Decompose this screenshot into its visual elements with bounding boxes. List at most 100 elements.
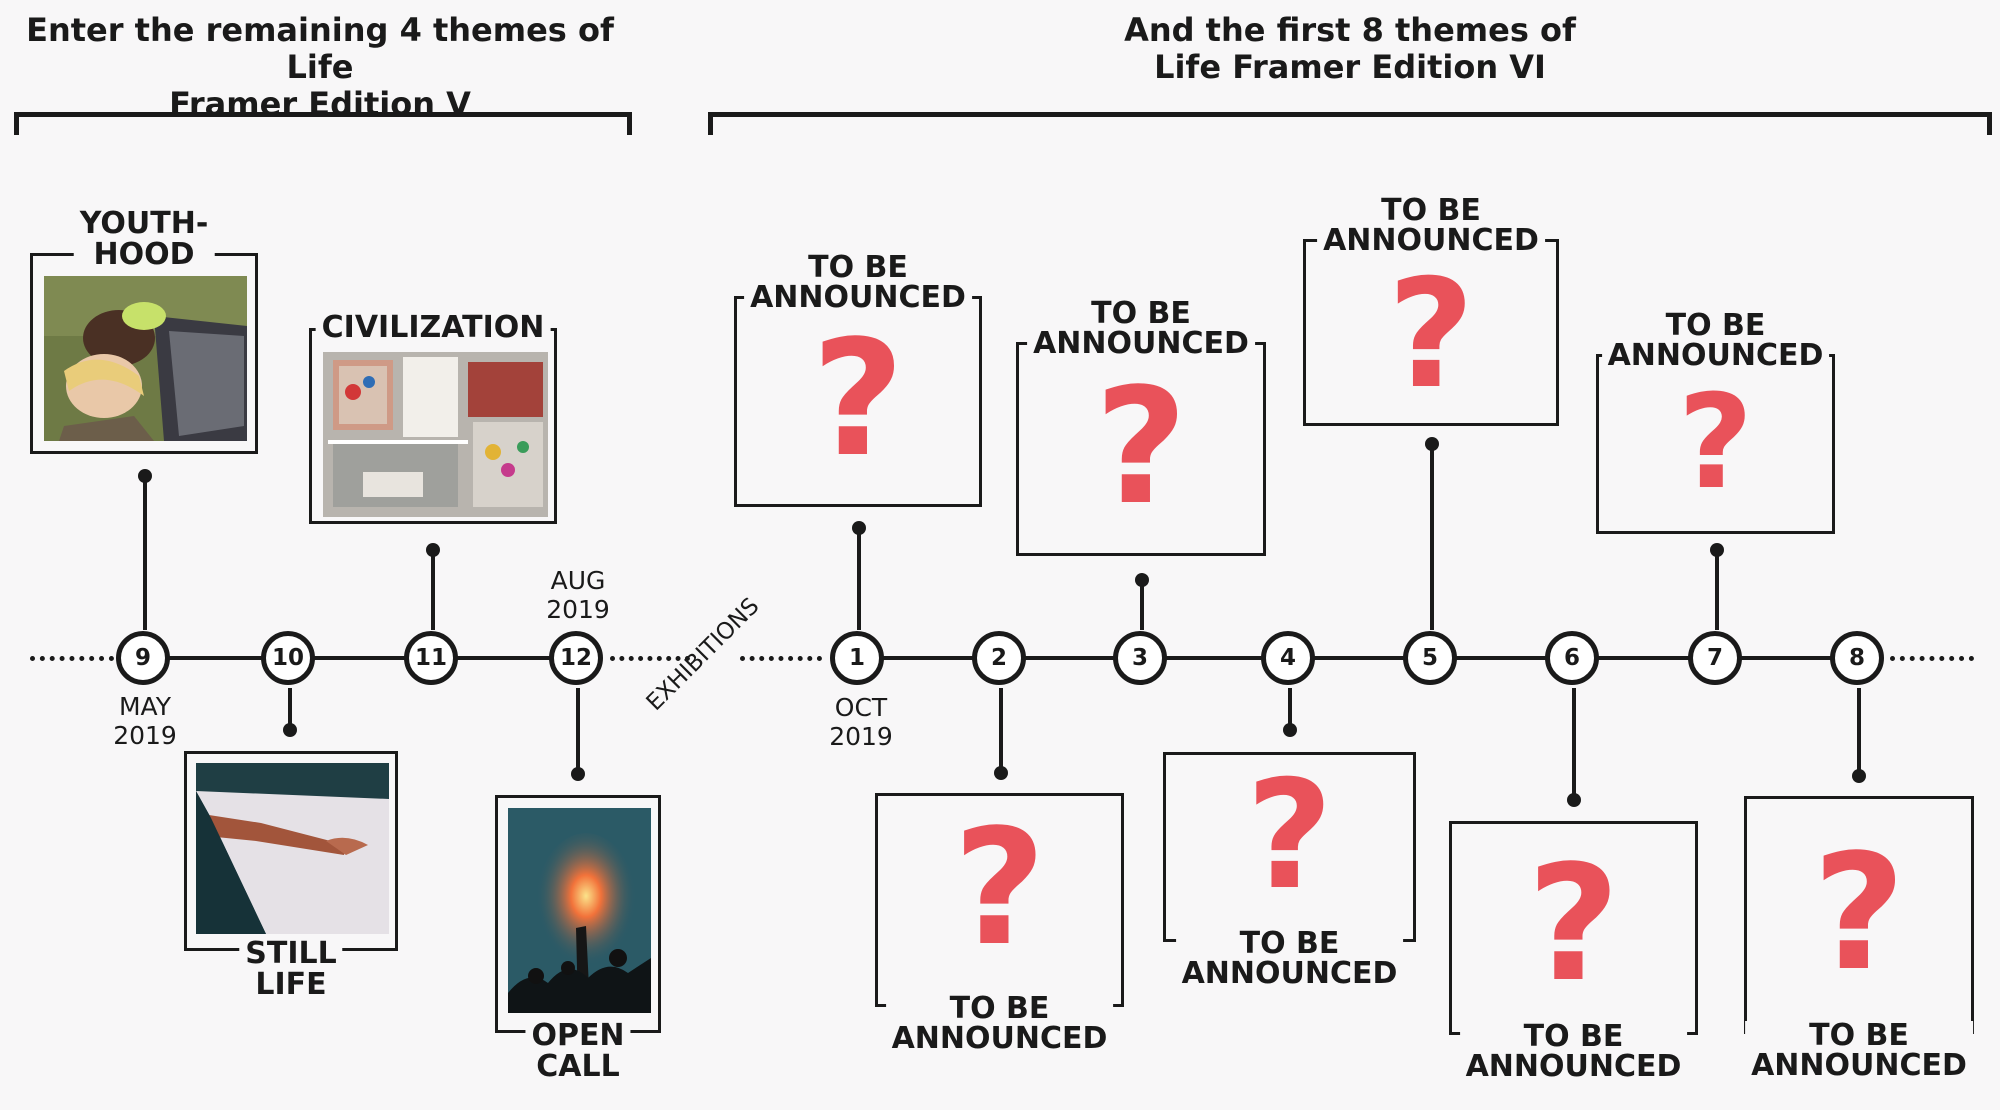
date-oct-2019: OCT 2019 bbox=[801, 693, 921, 751]
stem-dot-2 bbox=[994, 766, 1008, 780]
edition-v-heading: Enter the remaining 4 themes of Life Fra… bbox=[10, 12, 630, 123]
timeline-node-6: 6 bbox=[1545, 631, 1599, 685]
stem-dot-11 bbox=[426, 543, 440, 557]
stem-dot-10 bbox=[283, 723, 297, 737]
label-line: CIVILIZATION bbox=[321, 310, 545, 345]
date-month: OCT bbox=[834, 693, 888, 722]
timeline-node-9: 9 bbox=[116, 631, 170, 685]
label-line: STILL bbox=[245, 936, 337, 971]
label-line: ANNOUNCED bbox=[1465, 1049, 1682, 1084]
label-line: TO BE bbox=[1523, 1019, 1624, 1054]
tba-label-7: TO BE ANNOUNCED bbox=[1601, 308, 1830, 373]
label-line: TO BE bbox=[1809, 1018, 1909, 1053]
stem-6 bbox=[1572, 688, 1576, 800]
edition-v-bracket bbox=[14, 112, 632, 135]
stem-10 bbox=[288, 688, 292, 728]
stem-1 bbox=[857, 528, 861, 630]
exhibitions-label: EXHIBITIONS bbox=[641, 593, 765, 716]
label-line: ANNOUNCED bbox=[1181, 956, 1398, 991]
stem-2 bbox=[999, 688, 1003, 772]
edition-v-heading-line-1: Enter the remaining 4 themes of Life bbox=[26, 11, 614, 86]
timeline-dots-end bbox=[1890, 656, 1974, 661]
tba-frame-3: TO BE ANNOUNCED ? bbox=[1016, 299, 1266, 556]
tba-frame-6: ? TO BE ANNOUNCED bbox=[1449, 821, 1698, 1082]
stem-8 bbox=[1857, 688, 1861, 774]
timeline-node-7: 7 bbox=[1688, 631, 1742, 685]
tba-frame-7: TO BE ANNOUNCED ? bbox=[1596, 311, 1835, 534]
date-may-2019: MAY 2019 bbox=[85, 692, 205, 750]
timeline-node-5: 5 bbox=[1403, 631, 1457, 685]
stem-11 bbox=[431, 550, 435, 630]
tba-label-5: TO BE ANNOUNCED bbox=[1317, 196, 1545, 256]
stem-dot-5 bbox=[1425, 437, 1439, 451]
edition-vi-heading: And the first 8 themes of Life Framer Ed… bbox=[1000, 12, 1700, 86]
timeline-node-4: 4 bbox=[1261, 631, 1315, 685]
date-year: 2019 bbox=[829, 722, 893, 751]
timeline-node-8: 8 bbox=[1830, 631, 1884, 685]
timeline-dots-gap-2 bbox=[740, 656, 822, 661]
date-year: 2019 bbox=[546, 595, 610, 624]
theme-open-call-label: OPEN CALL bbox=[525, 1018, 631, 1084]
label-line: ANNOUNCED bbox=[1033, 326, 1249, 361]
tba-frame-1: TO BE ANNOUNCED ? bbox=[734, 253, 982, 507]
stem-dot-1 bbox=[852, 521, 866, 535]
edition-vi-heading-line-2: Life Framer Edition VI bbox=[1154, 48, 1546, 86]
stem-5 bbox=[1430, 446, 1434, 630]
question-mark-icon: ? bbox=[1677, 366, 1754, 518]
label-line: LIFE bbox=[255, 967, 327, 1002]
label-line: TO BE bbox=[808, 250, 908, 285]
label-line: ANNOUNCED bbox=[1607, 338, 1824, 373]
question-mark-icon: ? bbox=[1812, 819, 1906, 1006]
date-year: 2019 bbox=[113, 721, 177, 750]
stem-3 bbox=[1140, 580, 1144, 630]
stem-7 bbox=[1715, 550, 1719, 630]
question-mark-icon: ? bbox=[811, 305, 905, 492]
theme-youthhood-label: YOUTH- HOOD bbox=[73, 206, 215, 272]
timeline-axis-edition-v bbox=[144, 656, 578, 660]
timeline-node-3: 3 bbox=[1113, 631, 1167, 685]
timeline-axis-edition-vi bbox=[856, 656, 1860, 660]
label-line: ANNOUNCED bbox=[1323, 223, 1539, 258]
date-aug-2019: AUG 2019 bbox=[518, 566, 638, 624]
tba-frame-8: ? TO BE ANNOUNCED bbox=[1744, 796, 1974, 1081]
edition-vi-heading-line-1: And the first 8 themes of bbox=[1124, 11, 1576, 49]
question-mark-icon: ? bbox=[1094, 353, 1188, 540]
question-mark-icon: ? bbox=[1245, 749, 1333, 923]
stem-dot-12 bbox=[571, 767, 585, 781]
tba-frame-5: TO BE ANNOUNCED ? bbox=[1303, 196, 1559, 426]
label-line: YOUTH- bbox=[79, 206, 209, 241]
timeline-dots-gap-1 bbox=[610, 656, 690, 661]
theme-civilization-label: CIVILIZATION bbox=[315, 310, 551, 345]
stem-9 bbox=[143, 476, 147, 630]
tba-label-8: TO BE ANNOUNCED bbox=[1745, 1021, 1973, 1081]
label-line: HOOD bbox=[93, 237, 195, 272]
label-line: OPEN bbox=[531, 1018, 625, 1053]
label-line: TO BE bbox=[1665, 308, 1766, 343]
label-line: TO BE bbox=[949, 991, 1050, 1026]
tba-label-4: TO BE ANNOUNCED bbox=[1175, 929, 1404, 991]
tba-label-6: TO BE ANNOUNCED bbox=[1459, 1019, 1688, 1084]
timeline-node-10: 10 bbox=[261, 631, 315, 685]
theme-open-call-frame: OPEN CALL bbox=[495, 795, 661, 1082]
label-line: CALL bbox=[536, 1049, 620, 1084]
stem-dot-3 bbox=[1135, 573, 1149, 587]
stem-dot-7 bbox=[1710, 543, 1724, 557]
stem-dot-4 bbox=[1283, 723, 1297, 737]
question-mark-icon: ? bbox=[1387, 248, 1475, 422]
tba-label-1: TO BE ANNOUNCED bbox=[744, 253, 972, 313]
tba-frame-2: ? TO BE ANNOUNCED bbox=[875, 793, 1124, 1054]
stem-4 bbox=[1288, 688, 1292, 730]
label-line: TO BE bbox=[1381, 193, 1481, 228]
youthhood-photo bbox=[44, 276, 247, 441]
tba-label-2: TO BE ANNOUNCED bbox=[885, 991, 1114, 1054]
civilization-photo bbox=[323, 352, 548, 517]
still-life-photo bbox=[196, 763, 389, 934]
stem-dot-8 bbox=[1852, 769, 1866, 783]
tba-label-3: TO BE ANNOUNCED bbox=[1027, 299, 1255, 359]
theme-youthhood-frame: YOUTH- HOOD bbox=[30, 208, 258, 454]
stem-12 bbox=[576, 688, 580, 772]
question-mark-icon: ? bbox=[953, 794, 1046, 981]
label-line: ANNOUNCED bbox=[1751, 1048, 1967, 1083]
stem-dot-9 bbox=[138, 469, 152, 483]
date-month: MAY bbox=[118, 692, 171, 721]
